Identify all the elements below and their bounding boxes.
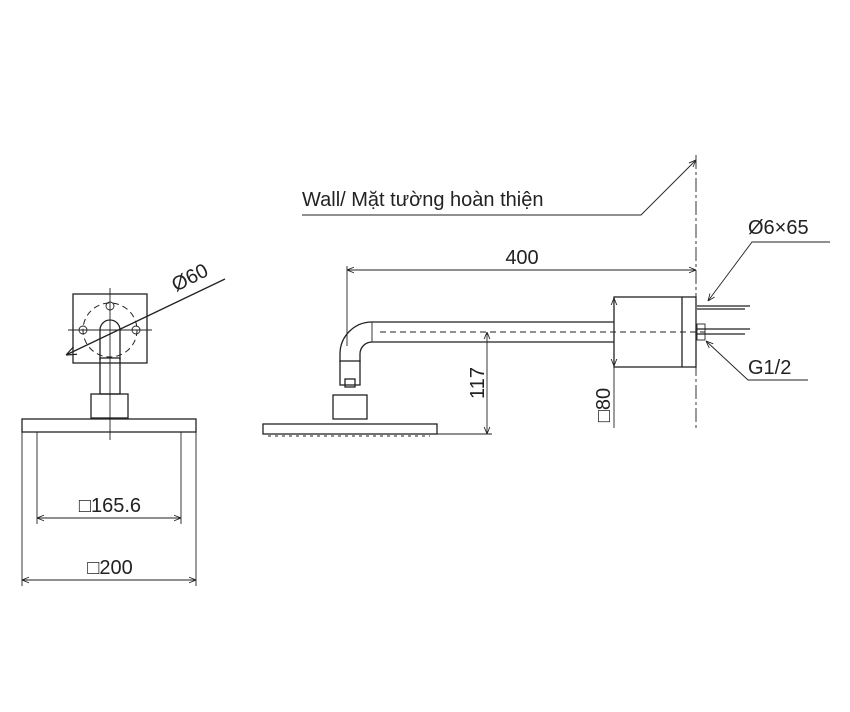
anchor-bolt-leader (708, 241, 830, 301)
backplate-size-label: □80 (593, 388, 615, 422)
anchor-bolt-label: Ø6×65 (748, 217, 809, 239)
thread-label: G1/2 (748, 357, 791, 379)
head-size-label: □200 (87, 557, 132, 579)
shower-head-plate (262, 423, 438, 435)
thread-leader (706, 341, 808, 381)
shower-head-plate (21, 418, 197, 433)
front-view: Ø60 □165.6 □200 (21, 260, 226, 586)
arm-length-label: 400 (505, 247, 538, 269)
wall-leader (302, 160, 696, 216)
inner-head-size-label: □165.6 (79, 495, 141, 517)
drop-height-label: 117 (467, 367, 489, 399)
side-view: Wall/ Mặt tường hoàn thiện 400 117 □80 Ø… (262, 155, 830, 437)
elbow (99, 319, 121, 360)
arm-top (339, 321, 614, 362)
swivel-nut (90, 393, 129, 419)
mount-diameter-label: Ø60 (168, 260, 212, 297)
wall-label: Wall/ Mặt tường hoàn thiện (302, 189, 543, 211)
connector (339, 360, 361, 386)
swivel-nut (332, 394, 368, 420)
diameter-leader (66, 278, 226, 355)
